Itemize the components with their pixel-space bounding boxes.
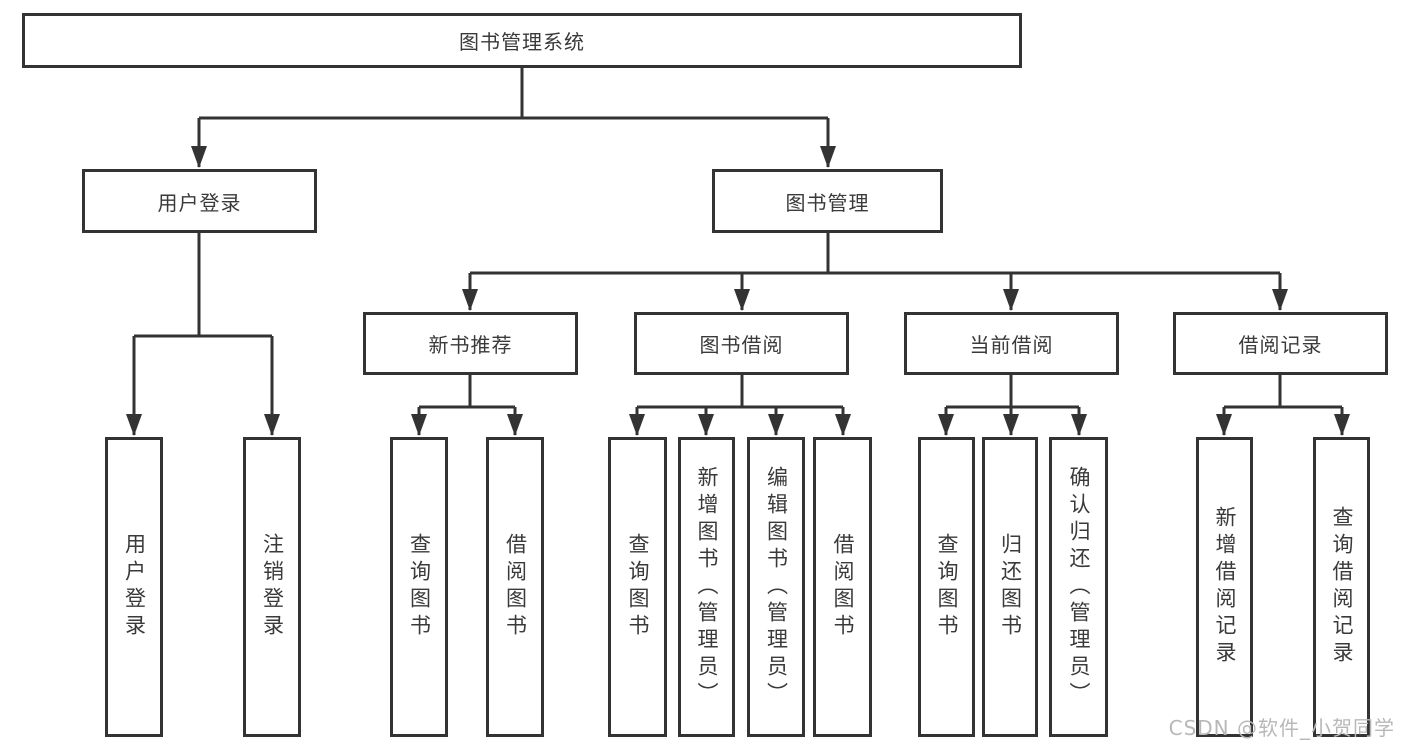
- leaf-return-books-label: 归还图书: [998, 533, 1023, 641]
- leaf-borrowing-query-books-label: 查询图书: [626, 533, 650, 641]
- leaf-logout: 注销登录: [243, 437, 301, 737]
- connector-lines: [134, 68, 1342, 409]
- leaf-confirm-return-admin-label: 确认归还（管理员）: [1067, 465, 1091, 709]
- leaf-edit-books-admin: 编辑图书（管理员）: [747, 437, 805, 737]
- leaf-user-login-label: 用户登录: [122, 533, 147, 641]
- leaf-recommend-borrow-books-label: 借阅图书: [503, 533, 528, 641]
- connector-arrows: [126, 118, 1350, 436]
- leaf-borrowing-query-books: 查询图书: [608, 437, 667, 737]
- leaf-add-books-admin: 新增图书（管理员）: [678, 437, 735, 737]
- node-user-login: 用户登录: [82, 169, 317, 233]
- node-new-book-recommendation: 新书推荐: [363, 312, 578, 375]
- leaf-add-borrow-record-label: 新增借阅记录: [1213, 506, 1237, 668]
- leaf-query-borrow-record-label: 查询借阅记录: [1330, 506, 1354, 668]
- leaf-add-books-admin-label: 新增图书（管理员）: [695, 465, 719, 709]
- leaf-recommend-query-books-label: 查询图书: [407, 533, 432, 641]
- leaf-user-login: 用户登录: [105, 437, 163, 737]
- leaf-add-borrow-record: 新增借阅记录: [1196, 437, 1253, 737]
- leaf-logout-label: 注销登录: [260, 533, 285, 641]
- node-library-management-system: 图书管理系统: [22, 13, 1022, 68]
- node-borrowing-records: 借阅记录: [1173, 312, 1388, 375]
- leaf-return-books: 归还图书: [982, 437, 1038, 737]
- node-book-borrowing: 图书借阅: [634, 312, 849, 375]
- leaf-current-query-books: 查询图书: [918, 437, 975, 737]
- leaf-query-borrow-record: 查询借阅记录: [1313, 437, 1370, 737]
- leaf-edit-books-admin-label: 编辑图书（管理员）: [764, 465, 789, 709]
- leaf-borrowing-borrow-books-label: 借阅图书: [831, 533, 855, 641]
- csdn-watermark: CSDN @软件_小贺同学: [1168, 716, 1395, 740]
- node-book-management: 图书管理: [712, 169, 943, 233]
- leaf-current-query-books-label: 查询图书: [935, 533, 959, 641]
- leaf-confirm-return-admin: 确认归还（管理员）: [1049, 437, 1108, 737]
- leaf-recommend-query-books: 查询图书: [390, 437, 448, 737]
- leaf-borrowing-borrow-books: 借阅图书: [813, 437, 872, 737]
- leaf-recommend-borrow-books: 借阅图书: [486, 437, 544, 737]
- node-current-borrowing: 当前借阅: [904, 312, 1119, 375]
